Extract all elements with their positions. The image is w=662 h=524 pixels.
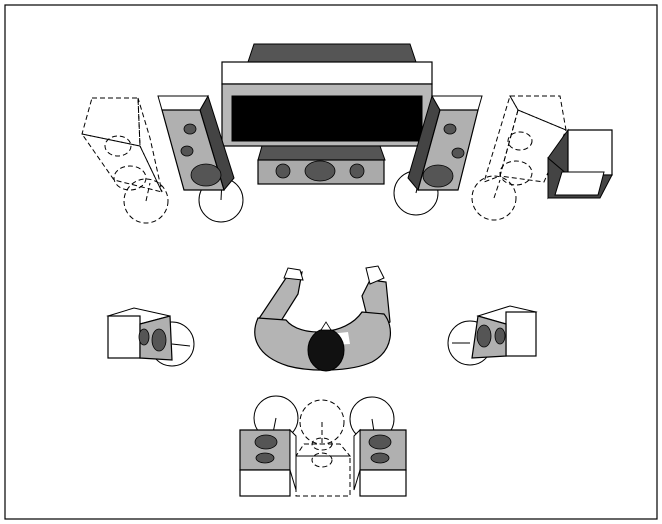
tv-screen bbox=[222, 44, 432, 146]
center-speaker bbox=[258, 146, 385, 184]
